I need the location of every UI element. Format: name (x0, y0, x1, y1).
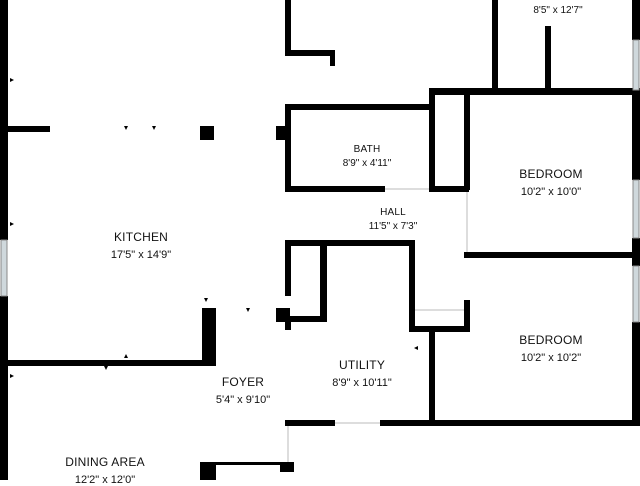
room-bedroom-1-name: BEDROOM (519, 167, 583, 181)
window-right-1 (632, 39, 640, 91)
room-bedroom-2: BEDROOM 10'2" x 10'2" (519, 334, 582, 364)
room-utility-dims: 8'9" x 10'11" (332, 377, 392, 389)
window-right-3 (632, 265, 640, 323)
room-top-right: 8'5" x 12'7" (533, 6, 582, 16)
windows (632, 39, 640, 323)
room-dining-dims: 12'2" x 12'0" (74, 474, 136, 486)
room-kitchen-dims: 17'5" x 14'9" (110, 249, 172, 261)
window-right-2 (632, 179, 640, 239)
room-kitchen-name: KITCHEN (113, 230, 169, 244)
room-bath-dims: 8'9" x 4'11" (342, 158, 392, 169)
room-hall: HALL 11'5" x 7'3" (369, 208, 418, 232)
room-bath: BATH 8'9" x 4'11" (343, 145, 392, 169)
room-dining: DINING AREA 12'2" x 12'0" (65, 456, 145, 486)
room-dining-name: DINING AREA (65, 455, 145, 469)
room-foyer-dims: 5'4" x 9'10" (215, 394, 271, 406)
room-bedroom-1: BEDROOM 10'2" x 10'0" (519, 168, 582, 198)
room-bath-name: BATH (353, 144, 381, 155)
room-utility: UTILITY 8'9" x 10'11" (332, 359, 392, 389)
room-utility-name: UTILITY (338, 358, 386, 372)
room-hall-dims: 11'5" x 7'3" (368, 221, 418, 232)
window-left (0, 239, 8, 297)
room-top-right-dims: 8'5" x 12'7" (533, 5, 583, 16)
door-openings (287, 188, 468, 462)
room-foyer: FOYER 5'4" x 9'10" (216, 376, 270, 406)
room-bedroom-2-name: BEDROOM (519, 333, 583, 347)
room-kitchen: KITCHEN 17'5" x 14'9" (111, 231, 171, 261)
corner-ticks (10, 78, 418, 378)
room-bedroom-2-dims: 10'2" x 10'2" (520, 352, 582, 364)
room-bedroom-1-dims: 10'2" x 10'0" (520, 186, 582, 198)
room-foyer-name: FOYER (221, 375, 265, 389)
room-hall-name: HALL (380, 207, 406, 218)
